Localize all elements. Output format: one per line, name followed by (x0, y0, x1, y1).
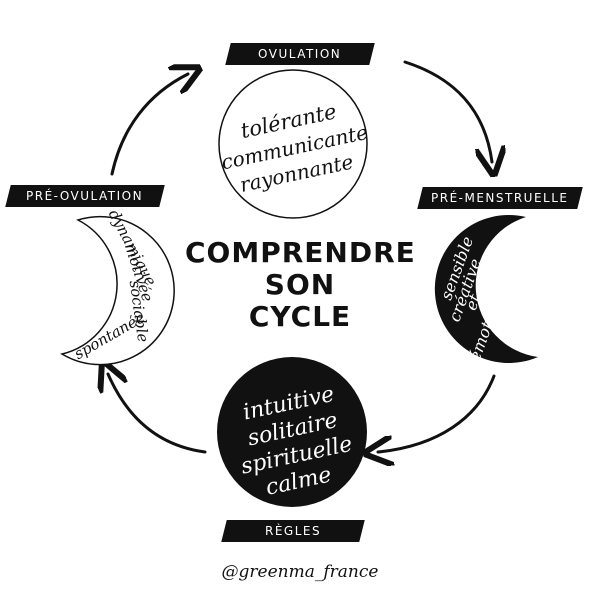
arrow-premenstruelle-to-regles (378, 374, 496, 452)
arrow-ovulation-to-premenstruelle (403, 60, 492, 162)
phase-label-pre-menstruelle: PRÉ-MENSTRUELLE (417, 187, 583, 209)
title-line-1: COMPRENDRE (185, 236, 416, 269)
phase-label-ovulation: OVULATION (225, 43, 375, 65)
arrow-preovulation-to-ovulation (110, 74, 188, 176)
premenstruelle-word-3: et (461, 291, 484, 313)
phase-label-pre-menstruelle-text: PRÉ-MENSTRUELLE (431, 191, 569, 205)
phase-label-pre-ovulation-text: PRÉ-OVULATION (26, 189, 144, 203)
title-line-2: SON (264, 268, 336, 301)
phase-label-pre-ovulation: PRÉ-OVULATION (5, 185, 165, 207)
phase-label-ovulation-text: OVULATION (258, 47, 342, 61)
new-moon-icon (217, 357, 367, 507)
credit-handle: @greenma_france (221, 562, 379, 582)
waxing-crescent-moon-icon (60, 215, 175, 366)
waning-crescent-moon-icon (434, 214, 538, 363)
phase-label-regles: RÈGLES (221, 520, 365, 542)
title-line-3: CYCLE (248, 300, 352, 333)
full-moon-icon (218, 69, 368, 219)
arrow-regles-to-preovulation (108, 374, 207, 454)
phase-label-regles-text: RÈGLES (264, 524, 322, 538)
